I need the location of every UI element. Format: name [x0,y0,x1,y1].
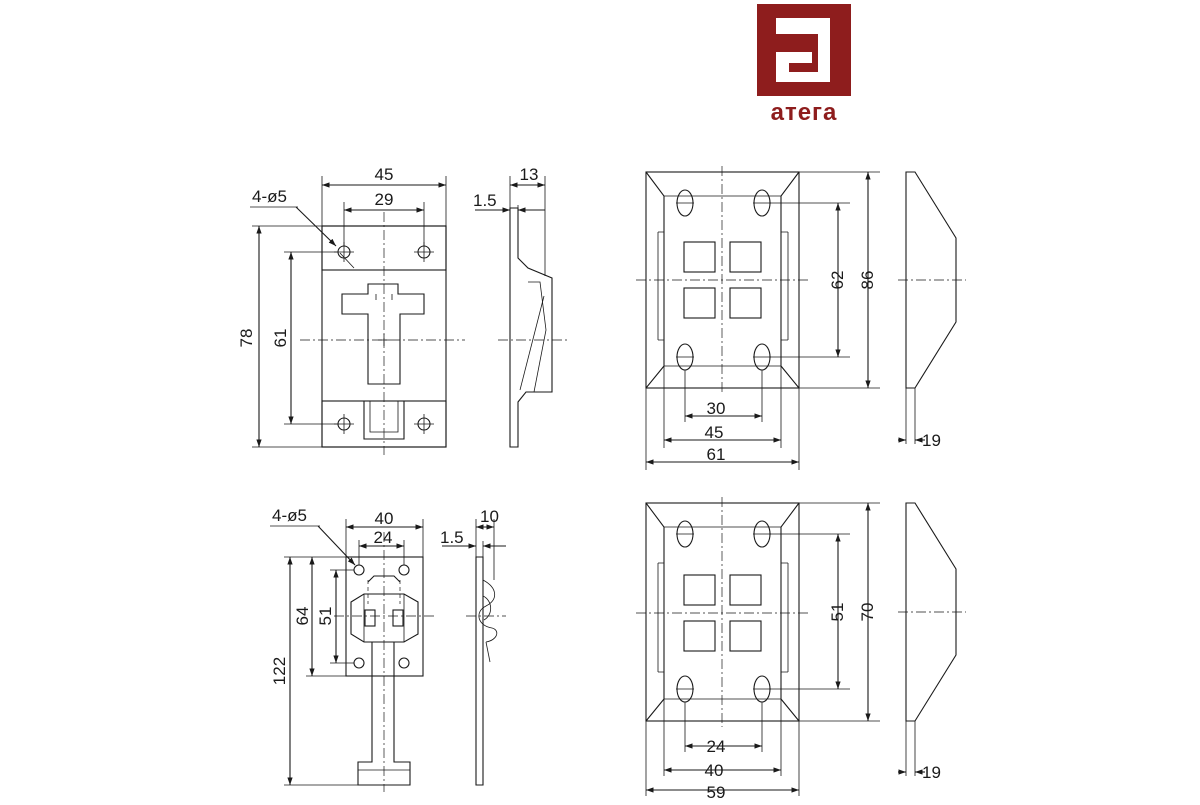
keeper-top-hole-spacing-v: 62 [828,271,847,290]
latch-bottom-width-outer: 40 [375,509,394,528]
latch-top-side-depth: 13 [520,165,539,184]
latch-bottom-holes-label: 4-ø5 [272,506,307,525]
keeper-top-width-mid: 45 [705,423,724,442]
latch-bottom-height-holes: 51 [316,607,335,626]
latch-bottom-height-plate: 64 [293,607,312,626]
keeper-bottom-side-view: 19 [898,502,966,782]
latch-top-width-holes: 29 [375,190,394,209]
latch-top-front-view: 45 29 78 61 4-ø5 [237,165,465,455]
keeper-bottom-width-outer: 59 [707,783,726,800]
latch-top-height-holes: 61 [271,329,290,348]
latch-bottom-front-view: 40 24 64 51 122 4-ø5 [270,506,434,792]
latch-top-side-view: 13 1.5 [473,165,570,448]
stylized-letter-a-logo-icon [757,4,851,96]
keeper-top-width-outer: 61 [707,445,726,464]
keeper-top-hole-spacing-h: 30 [707,399,726,418]
latch-top-holes-label: 4-ø5 [252,187,287,206]
keeper-bottom-height: 70 [858,603,877,622]
keeper-bottom-hole-spacing-v: 51 [828,603,847,622]
keeper-top-side-depth: 19 [922,431,941,450]
latch-bottom-side-depth: 10 [480,507,499,526]
keeper-top-side-view: 19 [898,171,966,450]
keeper-bottom-hole-spacing-h: 24 [707,737,726,756]
keeper-bottom-side-depth: 19 [922,763,941,782]
keeper-top-height: 86 [858,271,877,290]
latch-bottom-height-total: 122 [270,657,289,685]
latch-bottom-width-holes: 24 [374,528,393,547]
latch-bottom-side-view: 10 1.5 [440,507,506,786]
keeper-bottom-width-mid: 40 [705,761,724,780]
latch-bottom-side-thickness: 1.5 [440,528,464,547]
brand-logo: атега [757,4,851,126]
latch-top-side-thickness: 1.5 [473,191,497,210]
latch-top-height-outer: 78 [237,329,256,348]
keeper-top-front-view: 62 86 30 45 61 [636,166,880,470]
keeper-bottom-front-view: 51 70 24 40 59 [636,497,880,802]
latch-top-width-outer: 45 [375,165,394,184]
brand-name: атега [771,99,838,126]
